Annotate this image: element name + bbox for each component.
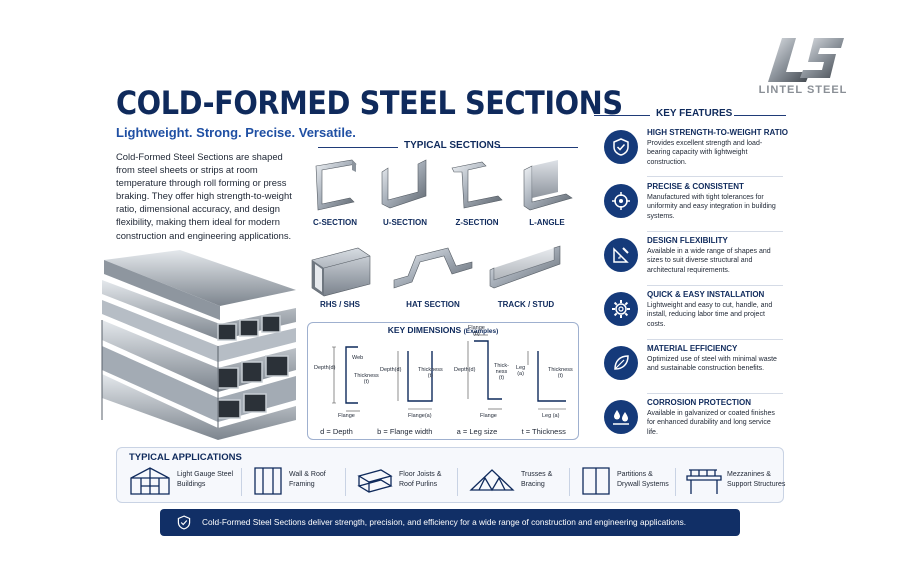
typical-sections-header: TYPICAL SECTIONS [318, 140, 578, 154]
partition-icon [582, 467, 610, 495]
c-section-icon [315, 159, 357, 211]
feature-item: DESIGN FLEXIBILITY Available in a wide r… [594, 236, 786, 288]
target-crosshair-icon [604, 184, 638, 218]
l-angle-icon [523, 160, 573, 211]
section-track: TRACK / STUD [484, 240, 568, 309]
floor-joist-icon [357, 469, 393, 493]
gear-icon [604, 292, 638, 326]
application-item: Partitions &Drywall Systems [581, 466, 681, 498]
feature-item: HIGH STRENGTH-TO-WEIGHT RATIO Provides e… [594, 128, 788, 180]
ls-monogram-logo [768, 38, 844, 82]
track-stud-icon [489, 245, 561, 289]
section-label: TRACK / STUD [497, 300, 555, 309]
application-item: Trusses &Bracing [469, 466, 579, 498]
shield-check-icon [177, 515, 191, 530]
building-frame-icon [130, 467, 170, 495]
steel-sections-pile-image [101, 250, 296, 440]
feature-item: CORROSION PROTECTION Available in galvan… [594, 398, 786, 450]
key-features-panel: KEY FEATURES HIGH STRENGTH-TO-WEIGHT RAT… [594, 108, 788, 450]
section-label: RHS / SHS [319, 300, 360, 309]
shield-check-icon [604, 130, 638, 164]
brand-name: LINTEL STEEL [758, 84, 848, 96]
section-label: U-SECTION [383, 218, 427, 227]
legend-item: d = Depth [320, 427, 353, 436]
section-rhs: RHS / SHS [304, 240, 376, 309]
z-section-icon [451, 161, 503, 209]
wall-frame-icon [254, 467, 282, 495]
section-label: C-SECTION [313, 218, 357, 227]
section-label: L-ANGLE [529, 218, 565, 227]
section-hat: HAT SECTION [390, 240, 476, 309]
feature-item: PRECISE & CONSISTENT Manufactured with t… [594, 182, 786, 234]
section-z: Z-SECTION [446, 158, 508, 227]
dimension-diagrams [332, 334, 566, 412]
hat-section-icon [393, 247, 473, 289]
application-item: Mezzanines &Support Structures [685, 466, 785, 498]
feature-item: QUICK & EASY INSTALLATION Lightweight an… [594, 290, 786, 342]
page-title: COLD-FORMED STEEL SECTIONS [116, 84, 623, 122]
applications-title: TYPICAL APPLICATIONS [129, 452, 242, 463]
water-drops-icon [604, 400, 638, 434]
mezzanine-icon [686, 469, 722, 494]
section-l: L-ANGLE [518, 158, 576, 227]
leaf-icon [604, 346, 638, 380]
legend-item: a = Leg size [456, 427, 498, 436]
feature-item: MATERIAL EFFICIENCY Optimized use of ste… [594, 344, 786, 396]
typical-sections-title: TYPICAL SECTIONS [400, 140, 505, 151]
section-u: U-SECTION [374, 158, 436, 227]
section-label: HAT SECTION [406, 300, 460, 309]
legend-item: t = Thickness [521, 427, 566, 436]
truss-icon [469, 469, 515, 492]
key-features-header: KEY FEATURES [594, 108, 786, 122]
section-c: C-SECTION [306, 158, 364, 227]
page-subtitle: Lightweight. Strong. Precise. Versatile. [116, 125, 356, 140]
ruler-pencil-icon [604, 238, 638, 272]
application-item: Floor Joists &Roof Purlins [357, 466, 467, 498]
dimension-legend: d = Depth b = Flange width a = Leg size … [308, 427, 578, 436]
key-dimensions-panel: KEY DIMENSIONS (Examples) Depth(d) Web T… [307, 322, 579, 440]
intro-paragraph: Cold-Formed Steel Sections are shaped fr… [116, 151, 292, 241]
section-label: Z-SECTION [455, 218, 499, 227]
rhs-section-icon [311, 247, 371, 297]
key-dimensions-title: KEY DIMENSIONS (Examples) [387, 325, 499, 335]
summary-banner: Cold-Formed Steel Sections deliver stren… [160, 509, 740, 536]
banner-text: Cold-Formed Steel Sections deliver stren… [202, 517, 687, 527]
legend-item: b = Flange width [377, 427, 433, 436]
u-section-icon [381, 159, 427, 209]
key-features-title: KEY FEATURES [652, 108, 737, 119]
